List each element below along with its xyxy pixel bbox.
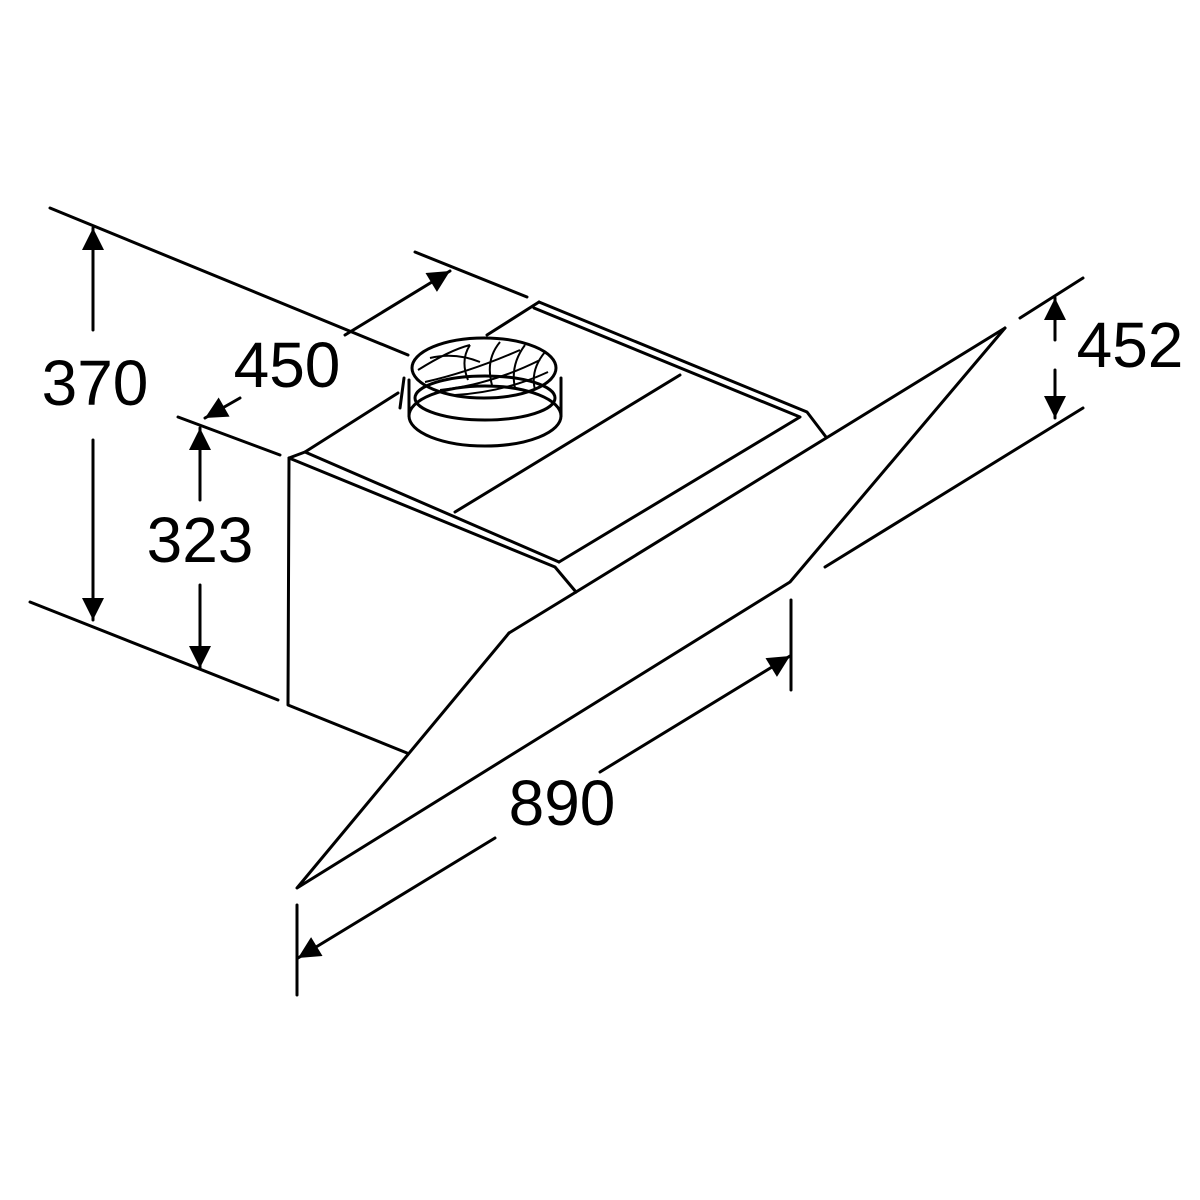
box-top-back-edge — [537, 300, 828, 439]
box-lower-slope — [507, 590, 578, 635]
box-lower-front — [574, 326, 1007, 594]
hood-body — [286, 300, 1007, 755]
box-top-front-edge — [287, 456, 578, 594]
dimension-label-452: 452 — [1077, 309, 1184, 381]
dimension-370: 370 — [28, 206, 410, 702]
dimension-label-370: 370 — [42, 347, 149, 419]
dimension-label-323: 323 — [147, 504, 254, 576]
dimension-452: 452 — [823, 276, 1184, 569]
box-top-divider — [453, 373, 682, 514]
dimension-label-450: 450 — [234, 329, 341, 401]
dimension-323: 323 — [147, 415, 282, 670]
dimension-label-890: 890 — [509, 767, 616, 839]
dimension-450: 450 — [203, 250, 529, 420]
glass-panel — [295, 326, 1007, 890]
box-top-front-edge-inner — [303, 450, 561, 564]
box-top-left-edge — [287, 300, 541, 460]
fan-outlet-icon — [398, 336, 563, 448]
box-front-face — [286, 456, 409, 755]
box-top-back-edge-inner — [532, 306, 802, 564]
dimension-890: 890 — [295, 598, 793, 997]
